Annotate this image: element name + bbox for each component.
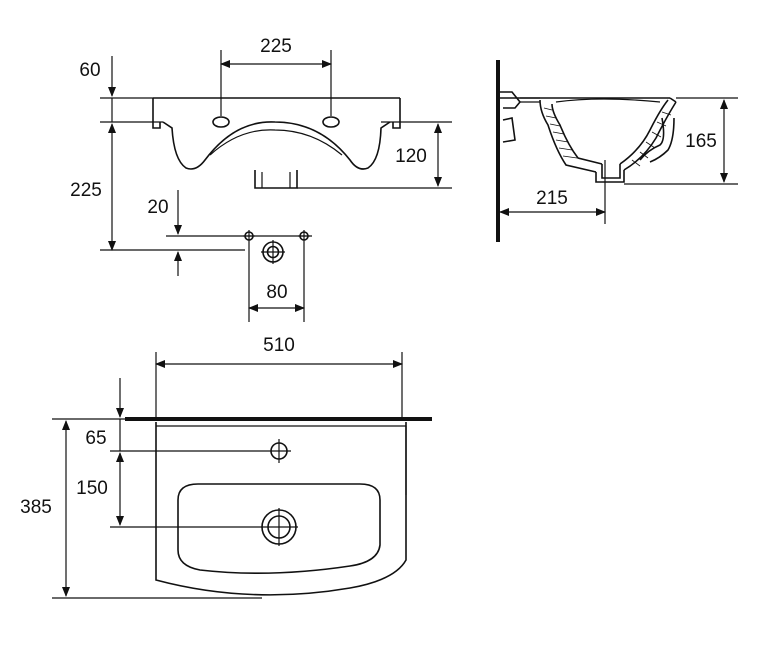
front-basin-outline	[152, 97, 401, 189]
dim-tap-spacing: 225	[220, 36, 332, 116]
dim-label-side-height: 165	[685, 131, 717, 152]
front-view: 225 60 225 120	[70, 36, 452, 322]
side-basin-section	[500, 91, 677, 183]
dim-label-bracket-spacing: 80	[266, 282, 287, 303]
dim-label-plan-width: 510	[263, 335, 295, 356]
dim-side-height: 165	[624, 97, 738, 185]
dim-plan-tap-offset: 65	[85, 378, 267, 452]
dim-plan-width: 510	[155, 335, 403, 420]
dim-label-drain-offset-side: 215	[536, 188, 568, 209]
dim-bracket-offset: 20	[147, 190, 182, 276]
dim-label-top-offset: 60	[79, 60, 100, 81]
side-view: 165 215	[496, 60, 738, 242]
dim-plan-depth: 385	[20, 418, 262, 599]
dim-top-offset: 60	[79, 56, 163, 123]
dim-overall-height: 225	[70, 123, 245, 251]
dim-drain-offset-side: 215	[499, 160, 606, 224]
dim-label-bracket-offset: 20	[147, 197, 168, 218]
plan-basin-outline	[155, 422, 407, 596]
dim-label-bowl-depth: 120	[395, 146, 427, 167]
dim-plan-drain-offset: 150	[76, 452, 260, 528]
dim-label-plan-depth: 385	[20, 497, 52, 518]
dim-label-plan-drain-offset: 150	[76, 478, 108, 499]
plan-view: 510 385 65 150	[20, 335, 432, 599]
dim-bowl-depth: 120	[297, 121, 452, 189]
dim-label-plan-tap-offset: 65	[85, 428, 106, 449]
dim-bracket-spacing: 80	[248, 282, 305, 312]
dim-label-tap-spacing: 225	[260, 36, 292, 57]
dim-label-overall-height: 225	[70, 180, 102, 201]
